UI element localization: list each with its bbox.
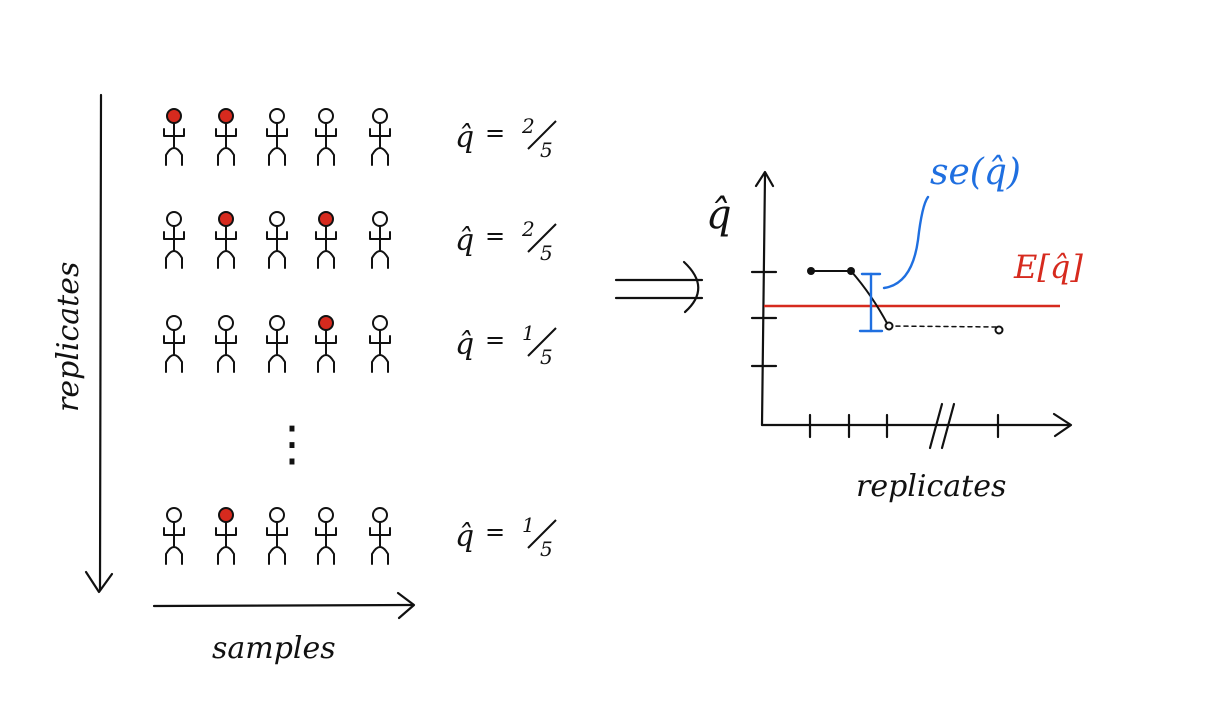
person-icon bbox=[215, 315, 237, 373]
person-icon bbox=[266, 315, 288, 373]
estimate-trace bbox=[810, 270, 999, 328]
person-icon bbox=[369, 108, 391, 166]
denominator: 5 bbox=[540, 138, 553, 162]
person-icon-highlighted bbox=[315, 211, 337, 269]
estimate: q̂ = 15 bbox=[455, 513, 557, 561]
data-point bbox=[847, 267, 855, 275]
samples-arrow bbox=[152, 591, 416, 620]
person-icon-highlighted bbox=[215, 507, 237, 565]
person-icon bbox=[163, 211, 185, 269]
person-icon bbox=[369, 315, 391, 373]
numerator: 1 bbox=[522, 513, 535, 537]
estimate-symbol: q̂ bbox=[455, 327, 474, 362]
person-icon bbox=[266, 507, 288, 565]
numerator: 2 bbox=[521, 114, 535, 138]
denominator: 5 bbox=[540, 241, 553, 265]
implies-arrow-icon bbox=[614, 260, 704, 314]
denominator: 5 bbox=[540, 537, 553, 561]
estimate-symbol: q̂ bbox=[455, 223, 474, 258]
person-icon bbox=[266, 108, 288, 166]
axis-break bbox=[940, 402, 956, 450]
fraction-slash bbox=[527, 519, 557, 549]
left-panel: replicates samples ⋮ q̂=25q̂=25q̂=15q̂=1… bbox=[51, 93, 557, 666]
person-icon-highlighted bbox=[163, 108, 185, 166]
person-icon-highlighted bbox=[215, 108, 237, 166]
person-icon bbox=[369, 211, 391, 269]
axis-break bbox=[928, 402, 944, 450]
numerator: 1 bbox=[522, 321, 535, 345]
person-icon bbox=[163, 315, 185, 373]
person-icon-highlighted bbox=[215, 211, 237, 269]
equals-sign: = bbox=[485, 119, 505, 147]
replicates-arrow bbox=[84, 93, 114, 594]
sample-grid bbox=[163, 108, 391, 565]
person-icon bbox=[163, 507, 185, 565]
fraction-slash bbox=[527, 223, 557, 253]
equals-sign: = bbox=[485, 222, 505, 250]
person-icon bbox=[369, 507, 391, 565]
y-axis bbox=[750, 170, 778, 427]
denominator: 5 bbox=[540, 345, 553, 369]
y-axis-label: q̂ bbox=[706, 192, 732, 238]
estimate: q̂ = 15 bbox=[455, 321, 557, 369]
estimate: q̂ = 25 bbox=[455, 217, 557, 265]
expectation-label: E[q̂] bbox=[1013, 248, 1083, 286]
estimate-symbol: q̂ bbox=[455, 120, 474, 155]
equals-sign: = bbox=[485, 326, 505, 354]
samples-axis-label: samples bbox=[212, 631, 336, 666]
standard-error-label: se(q̂) bbox=[930, 152, 1021, 193]
x-axis bbox=[760, 402, 1073, 450]
data-point bbox=[807, 267, 815, 275]
person-icon bbox=[315, 108, 337, 166]
person-icon bbox=[266, 211, 288, 269]
person-icon bbox=[315, 507, 337, 565]
estimate-column: q̂=25q̂=25q̂=15q̂=15 bbox=[455, 114, 557, 561]
numerator: 2 bbox=[521, 217, 535, 241]
x-axis-label: replicates bbox=[856, 469, 1006, 504]
estimate: q̂ = 25 bbox=[455, 114, 557, 162]
person-icon-highlighted bbox=[315, 315, 337, 373]
fraction-slash bbox=[527, 120, 557, 150]
ellipsis: ⋮ bbox=[268, 416, 316, 472]
data-point bbox=[994, 325, 1004, 335]
data-point bbox=[884, 321, 894, 331]
fraction-slash bbox=[527, 327, 557, 357]
estimate-symbol: q̂ bbox=[455, 519, 474, 554]
equals-sign: = bbox=[485, 518, 505, 546]
right-panel: q̂ replicates E[q̂] bbox=[706, 152, 1083, 504]
replicates-axis-label: replicates bbox=[51, 262, 86, 412]
standard-error-bar bbox=[858, 195, 930, 333]
